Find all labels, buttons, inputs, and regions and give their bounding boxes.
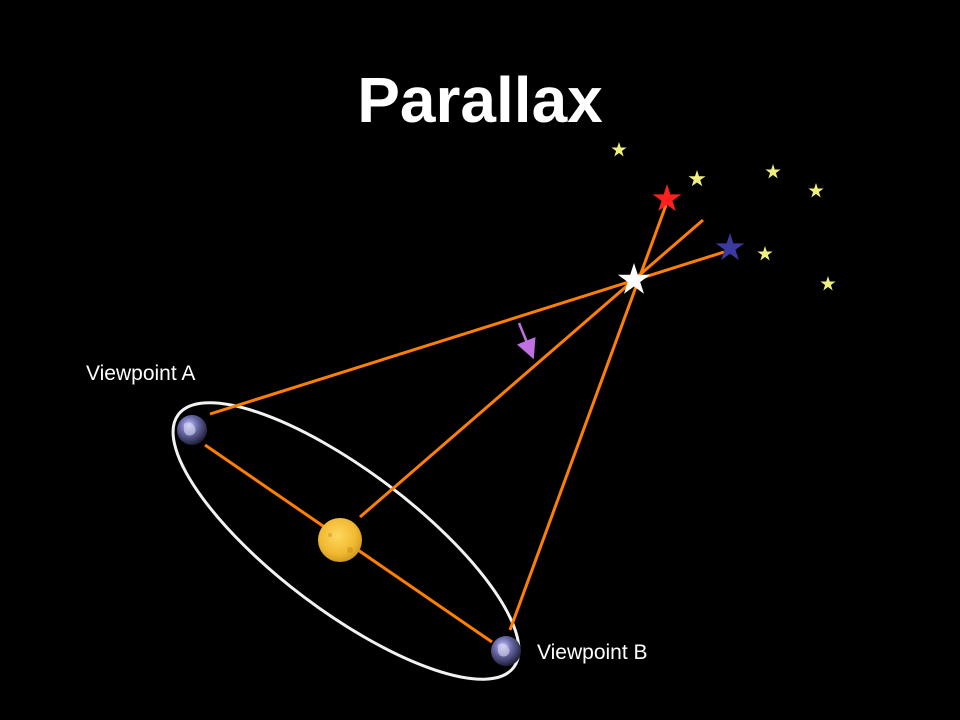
page-title: Parallax [357,64,603,136]
background-stars [611,142,836,291]
parallax-arrow [516,322,536,360]
earth-icon [177,415,207,445]
blue-star-icon [715,233,745,261]
sun-to-star-line [359,218,704,519]
earth-orbit [171,401,521,681]
sight-line-b-to-star [508,204,668,631]
star-icon [808,183,824,198]
star-icon [820,276,836,291]
sun-icon [318,518,362,562]
star-icon [757,246,773,261]
earth-icon [491,636,521,666]
red-star-icon [652,184,682,212]
star-icon [765,164,781,179]
star-icon [688,170,706,187]
viewpoint-a-label: Viewpoint A [86,362,196,385]
star-icon [611,142,627,157]
white-star-icon [617,263,651,294]
viewpoint-b-label: Viewpoint B [537,641,648,664]
